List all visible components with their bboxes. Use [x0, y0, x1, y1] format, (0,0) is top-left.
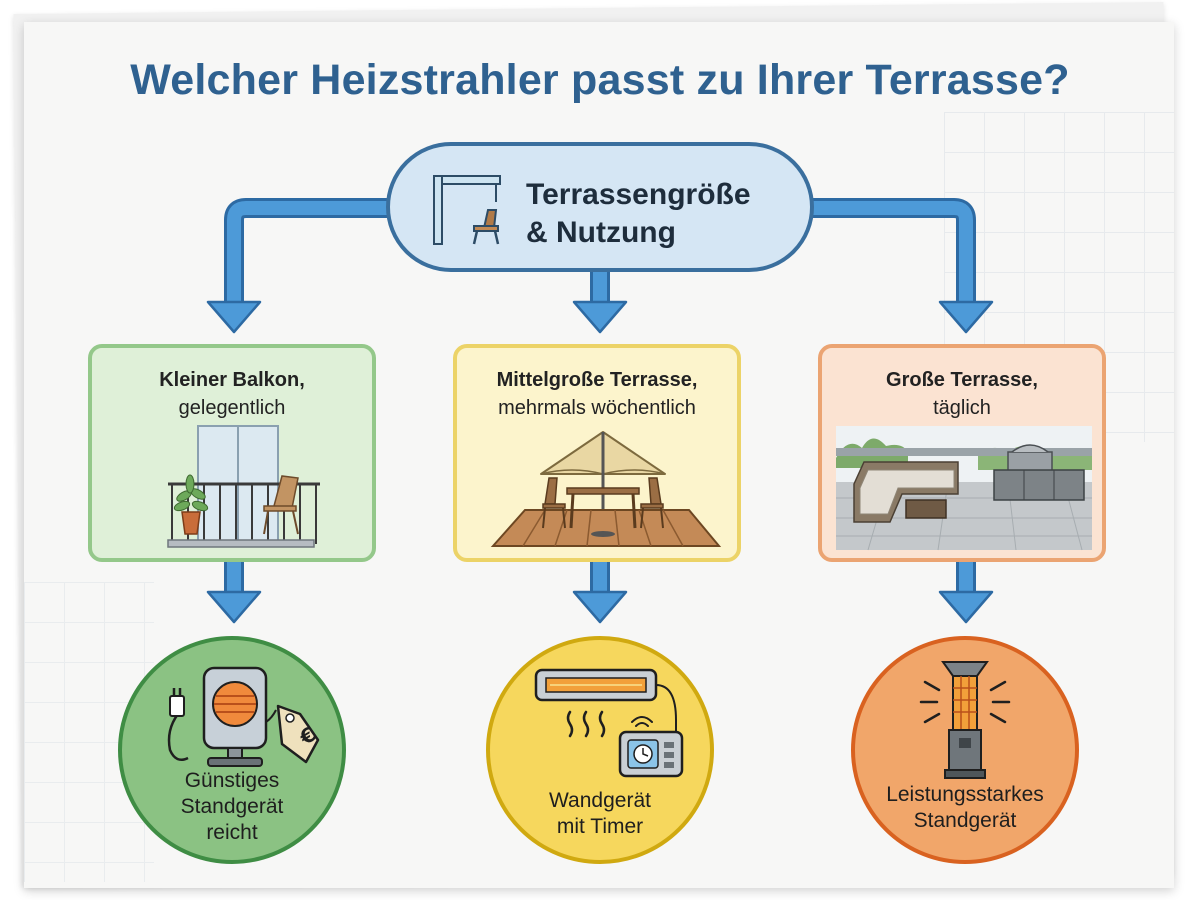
balcony-illustration: [167, 425, 320, 548]
card-small-title: Kleiner Balkon, gelegentlich: [92, 366, 372, 422]
card-medium-title-bold: Mittelgroße Terrasse,: [496, 369, 698, 391]
arrow-root-to-large: [812, 198, 976, 304]
portable-heater-price-tag-icon: €: [167, 666, 320, 767]
patio-umbrella-deck-illustration: [490, 431, 722, 547]
root-label: Terrassengröße & Nutzung: [526, 176, 751, 252]
result-large-line-1: Leistungsstarkes: [886, 783, 1044, 806]
result-wall-heater-timer: Wandgerät mit Timer: [486, 636, 714, 864]
result-medium-line-2: mit Timer: [556, 815, 644, 838]
card-large-title-bold: Große Terrasse,: [886, 369, 1038, 391]
card-medium-title-rest: mehrmals wöchentlich: [498, 397, 696, 419]
arrow-medium-to-result: [572, 560, 628, 624]
wall-heater-timer-icon: [534, 668, 684, 778]
arrow-large-to-result: [938, 560, 994, 624]
root-node-terrace-size-usage: Terrassengröße & Nutzung: [386, 142, 814, 272]
terrace-chair-icon: [433, 175, 501, 245]
arrow-root-to-small: [224, 198, 388, 304]
result-cheap-standing-heater: € Günstiges Standgerät reicht: [118, 636, 346, 864]
card-small-title-bold: Kleiner Balkon,: [159, 369, 305, 391]
result-medium-line-1: Wandgerät: [549, 789, 651, 812]
card-large-title-rest: täglich: [933, 397, 991, 419]
large-terrace-lounge-illustration: [836, 426, 1092, 551]
card-large-title: Große Terrasse, täglich: [822, 366, 1102, 422]
root-label-line-2: & Nutzung: [526, 216, 676, 249]
result-large-line-2: Standgerät: [913, 809, 1017, 832]
card-medium-title: Mittelgroße Terrasse, mehrmals wöchentli…: [457, 366, 737, 422]
result-small-line-1: Günstiges: [184, 769, 280, 792]
page-title: Welcher Heizstrahler passt zu Ihrer Terr…: [130, 56, 1070, 104]
arrow-small-to-result: [206, 560, 262, 624]
root-label-line-1: Terrassengröße: [526, 178, 751, 211]
card-large-terrace: Große Terrasse, täglich: [818, 344, 1106, 562]
card-small-title-rest: gelegentlich: [178, 397, 286, 419]
card-small-balcony: Kleiner Balkon, gelegentlich: [88, 344, 376, 562]
result-powerful-standing-heater: Leistungsstarkes Standgerät: [851, 636, 1079, 864]
result-small-line-2: Standgerät: [180, 795, 284, 818]
patio-tower-heater-icon: [919, 661, 1011, 779]
result-small-label: Günstiges Standgerät reicht: [122, 768, 342, 846]
card-medium-terrace: Mittelgroße Terrasse, mehrmals wöchentli…: [453, 344, 741, 562]
result-medium-label: Wandgerät mit Timer: [490, 788, 710, 840]
result-small-line-3: reicht: [206, 821, 258, 844]
result-large-label: Leistungsstarkes Standgerät: [855, 782, 1075, 834]
